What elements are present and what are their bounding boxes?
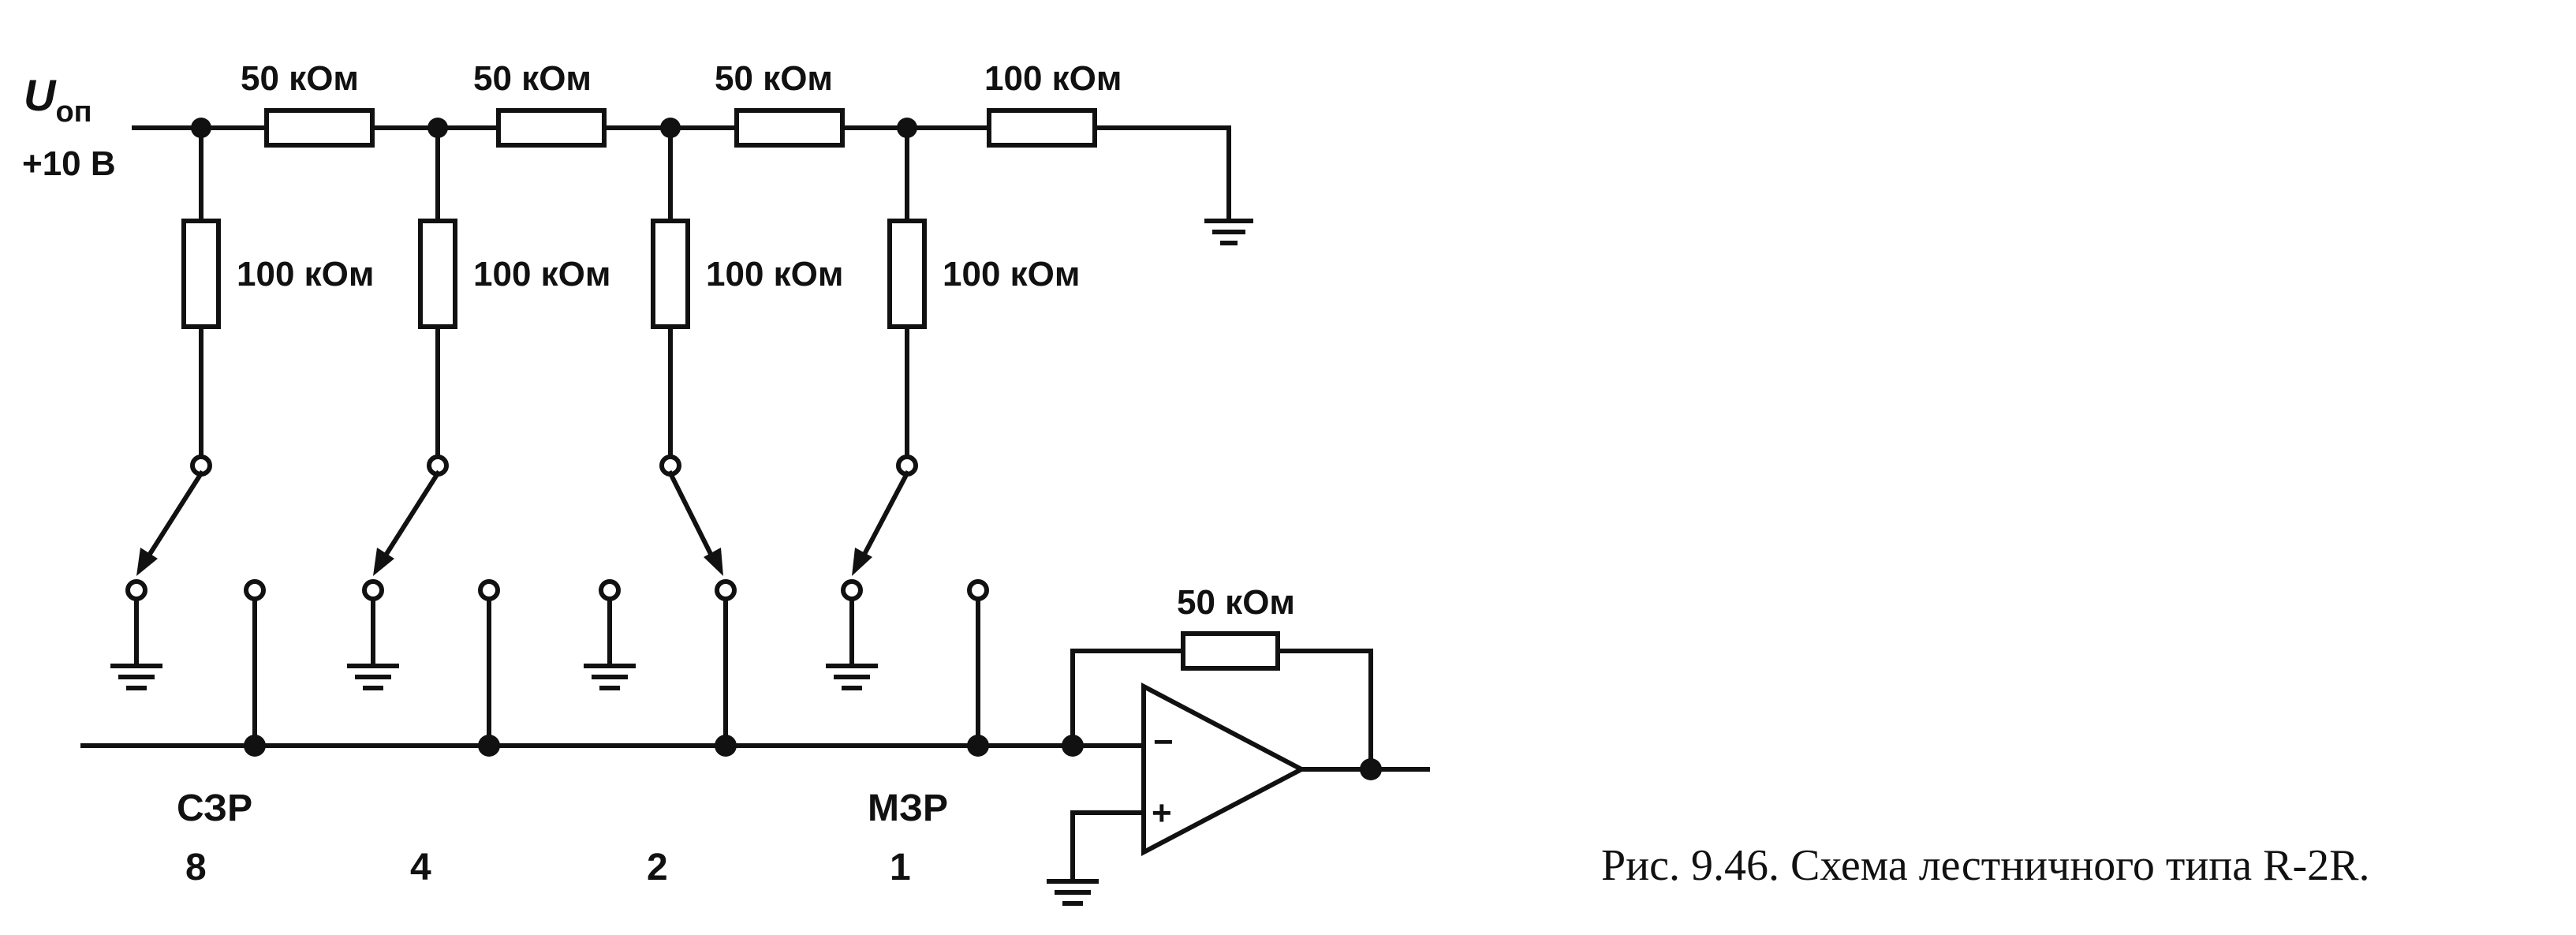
ref-voltage-symbol: Uоп [24, 70, 92, 129]
ground-symbol [826, 597, 878, 690]
series-resistor-2 [496, 108, 607, 148]
feedback-resistor-label: 50 кОм [1177, 583, 1295, 622]
series-resistor-label-3: 50 кОм [715, 59, 833, 98]
msb-tag: СЗР [177, 787, 252, 829]
ground-contact [125, 579, 147, 601]
series-resistor-label-1: 50 кОм [241, 59, 359, 98]
shunt-resistor-label-3: 100 кОм [706, 255, 843, 294]
opamp-minus-sign: − [1153, 723, 1174, 761]
shunt-branch-4 [887, 125, 927, 477]
switch-1 [136, 469, 205, 576]
switch-2 [373, 469, 442, 576]
feedback-resistor [1181, 631, 1280, 671]
ground-symbol [1204, 219, 1253, 245]
output-junction-dot [1360, 758, 1382, 780]
ground-symbol [347, 597, 399, 690]
bus-contact [244, 579, 266, 601]
series-resistor-label-4: 100 кОм [984, 59, 1122, 98]
series-resistor-1 [264, 108, 375, 148]
series-resistor-3 [734, 108, 845, 148]
ground-symbol [584, 597, 636, 690]
junction-dot [715, 735, 737, 757]
shunt-resistor-label-1: 100 кОм [237, 255, 374, 294]
ref-voltage-value: +10 В [22, 144, 116, 183]
shunt-resistor-label-2: 100 кОм [473, 255, 610, 294]
junction-dot [244, 735, 266, 757]
series-resistor-4 [987, 108, 1097, 148]
junction-dot [478, 735, 500, 757]
bit-weight-4: 4 [410, 847, 431, 888]
ground-contact [599, 579, 621, 601]
ground-contact [841, 579, 863, 601]
shunt-branch-2 [418, 125, 457, 477]
switch-4 [852, 469, 911, 576]
lsb-tag: МЗР [868, 787, 948, 829]
shunt-resistor-label-4: 100 кОм [943, 255, 1080, 294]
bit-weight-2: 2 [647, 847, 668, 888]
series-resistor-label-2: 50 кОм [473, 59, 592, 98]
bit-weight-1: 1 [890, 847, 911, 888]
bit-weight-8: 8 [185, 847, 207, 888]
bus-contact [478, 579, 500, 601]
ground-symbol [110, 597, 162, 690]
shunt-branch-1 [181, 125, 221, 477]
ground-contact [362, 579, 384, 601]
opamp-plus-sign: + [1152, 794, 1172, 832]
junction-dot [967, 735, 989, 757]
figure-caption: Рис. 9.46. Схема лестничного типа R-2R. [1601, 841, 2369, 890]
shunt-branch-3 [651, 125, 690, 477]
opamp-plus-ground [1047, 810, 1146, 906]
bus-contact [967, 579, 989, 601]
opamp-triangle [1141, 683, 1307, 856]
bus-contact [715, 579, 737, 601]
switch-3 [666, 469, 723, 576]
